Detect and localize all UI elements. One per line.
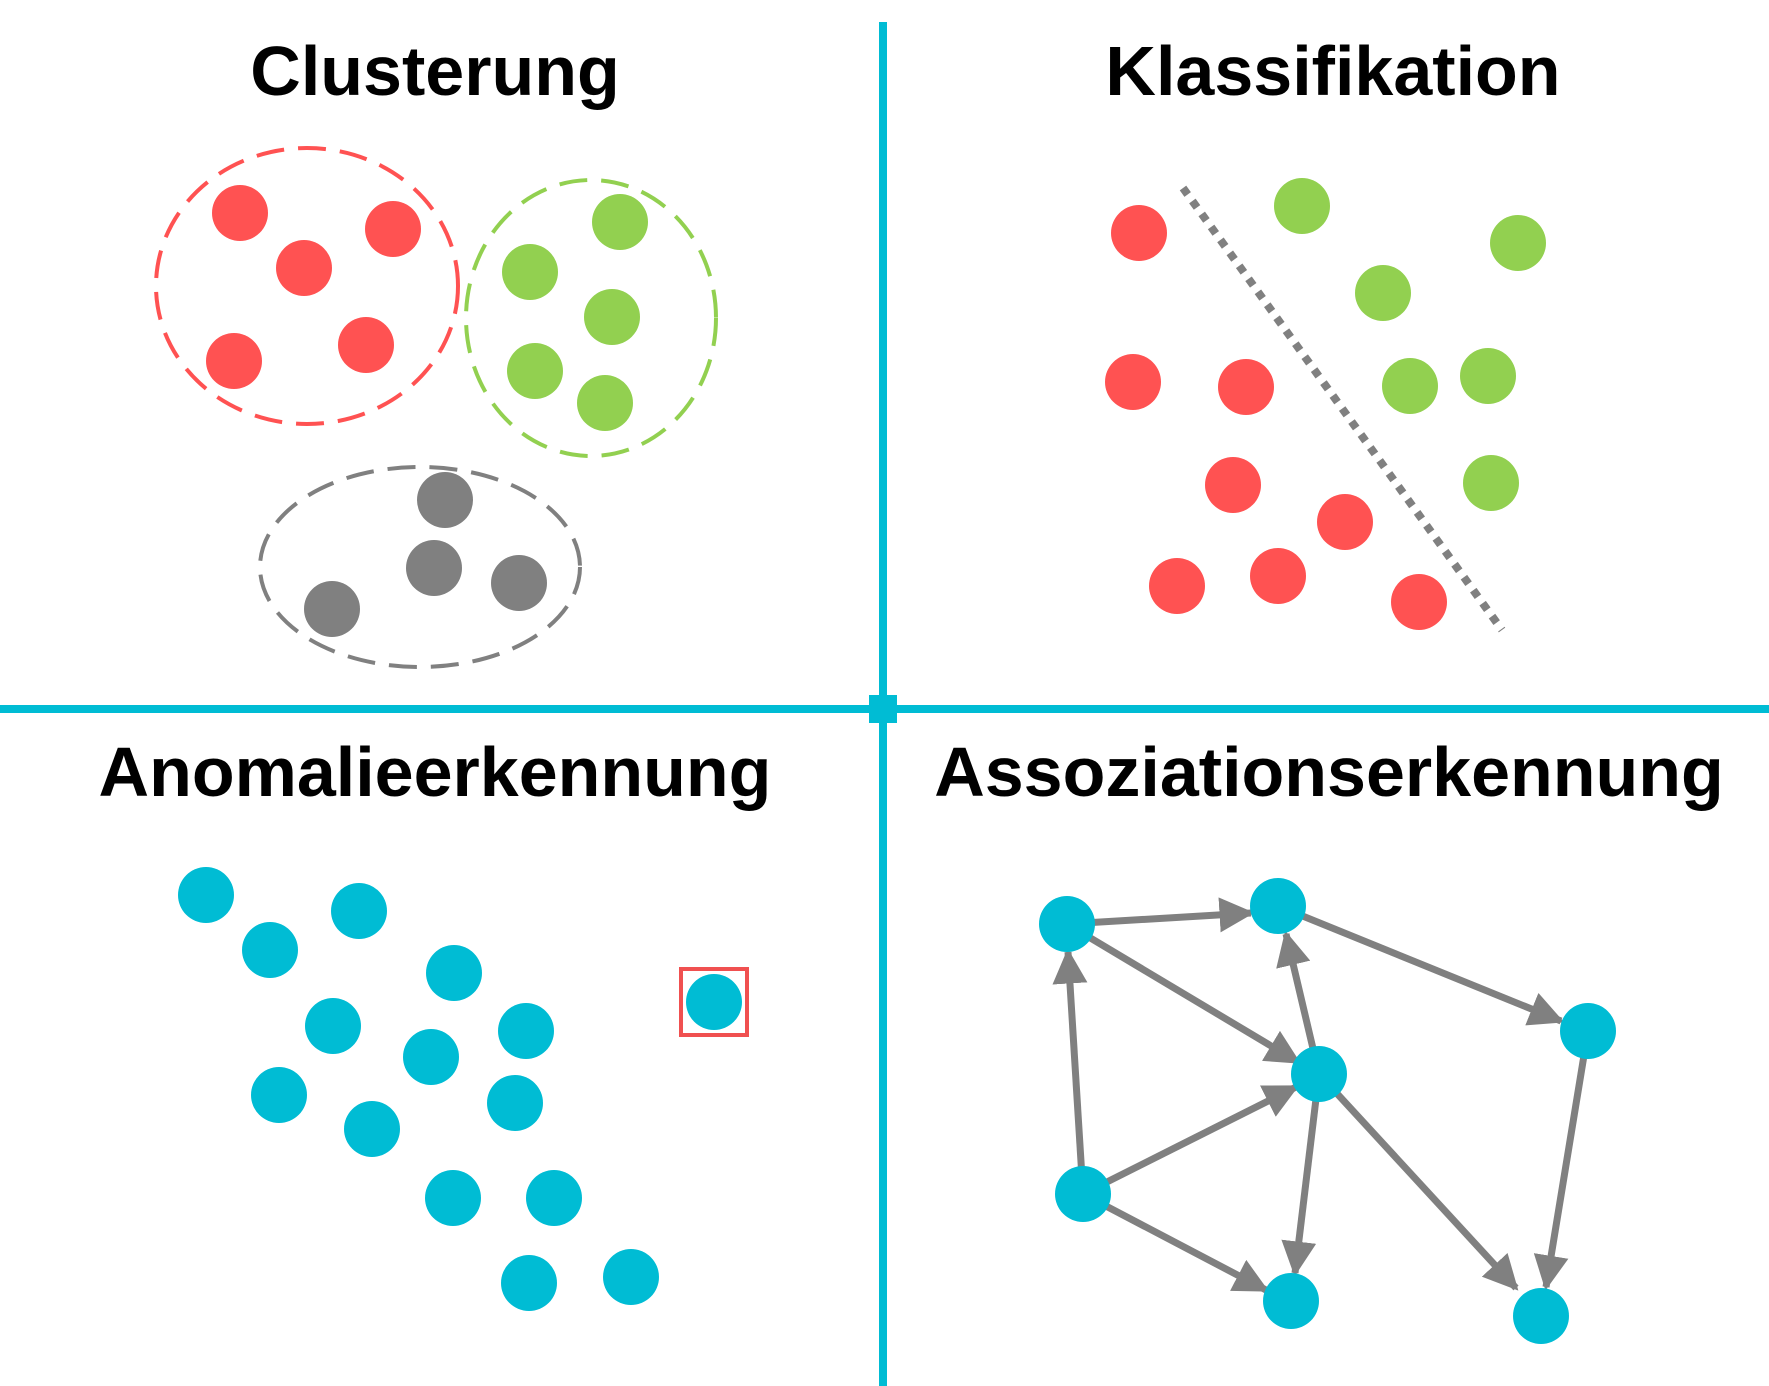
anomaly-point [686,974,742,1030]
green-cluster-boundary [464,178,718,458]
red-point [1205,457,1261,513]
green-point [507,343,563,399]
edge-a-c [1065,920,1302,1066]
edge-c-f [1281,1073,1323,1277]
classification-title: Klassifikation [1105,32,1560,110]
normal-point [501,1255,557,1311]
anomaly-panel [178,867,749,1311]
anomaly-highlight-box [679,967,749,1037]
divider-junction [869,695,897,723]
normal-point [242,922,298,978]
red-point [276,240,332,296]
association-title: Assoziationserkennung [934,733,1724,811]
decision-boundary [1179,185,1506,633]
edge-e-f [1081,1190,1270,1294]
green-point [584,289,640,345]
normal-point [251,1067,307,1123]
gray-point [304,581,360,637]
gray-cluster-boundary [258,465,582,669]
graph-node [1250,878,1306,934]
normal-point [426,945,482,1001]
normal-point [178,867,234,923]
green-point [1460,348,1516,404]
normal-point [403,1029,459,1085]
normal-point [305,998,361,1054]
normal-point [344,1101,400,1157]
edge-e-a [1052,948,1088,1195]
graph-node [1291,1046,1347,1102]
gray-point [417,472,473,528]
red-point [1111,205,1167,261]
gray-point [491,555,547,611]
graph-node [1263,1273,1319,1329]
green-point [1274,178,1330,234]
edge-c-g [1316,1071,1519,1291]
normal-point [331,883,387,939]
normal-point [487,1075,543,1131]
red-point [1317,494,1373,550]
green-point [1382,358,1438,414]
edge-d-g [1533,1030,1592,1291]
edge-e-c [1081,1083,1300,1198]
green-point [1355,265,1411,321]
gray-point [406,540,462,596]
red-point [212,185,268,241]
green-point [1463,455,1519,511]
green-point [577,375,633,431]
red-point [1250,548,1306,604]
edge-b-d [1276,902,1565,1026]
classification-panel [1105,178,1546,633]
graph-edges [1052,897,1592,1294]
graph-node [1055,1166,1111,1222]
green-point [502,244,558,300]
red-point [1149,558,1205,614]
clustering-panel [154,146,718,669]
association-panel [1039,878,1616,1344]
red-point [1218,359,1274,415]
normal-point [498,1003,554,1059]
normal-point [425,1170,481,1226]
normal-point [603,1249,659,1305]
red-point [338,317,394,373]
normal-point [526,1170,582,1226]
red-cluster-boundary [154,146,460,426]
graph-node [1513,1288,1569,1344]
red-point [1391,574,1447,630]
graph-node [1560,1003,1616,1059]
red-point [365,201,421,257]
green-point [1490,215,1546,271]
quadrant-dividers [0,22,1769,1386]
edge-a-b [1066,897,1255,933]
clustering-title: Clusterung [250,32,619,110]
red-point [1105,354,1161,410]
green-point [592,194,648,250]
anomaly-title: Anomalieerkennung [99,733,772,811]
red-point [206,333,262,389]
graph-nodes [1039,878,1616,1344]
graph-node [1039,896,1095,952]
